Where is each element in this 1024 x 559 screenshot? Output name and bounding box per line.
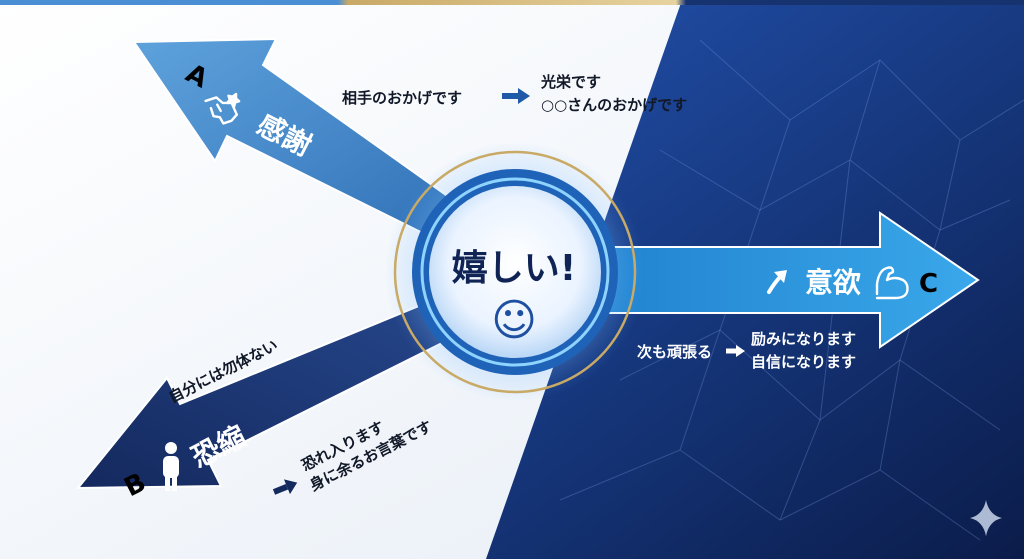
top-accent-bar xyxy=(0,0,1024,5)
letter-c: C xyxy=(919,269,938,299)
phrase-a-after-2: ○○さんのおかげです xyxy=(541,96,687,114)
hub-core xyxy=(429,186,601,358)
center-title: 嬉しい! xyxy=(452,248,576,289)
bowing-person-icon xyxy=(163,442,179,491)
phrase-c-after-2: 自信になります xyxy=(751,353,856,371)
phrase-c-before: 次も頑張る xyxy=(637,343,712,361)
phrase-c-after-1: 励みになります xyxy=(751,330,856,348)
smiley-icon: ☺ xyxy=(491,295,537,346)
arrow-right-icon xyxy=(502,88,530,104)
sparkle-icon xyxy=(970,500,1002,536)
arrow-right-icon xyxy=(726,345,745,357)
arrow-up-icon xyxy=(767,270,787,294)
phrase-a-before: 相手のおかげです xyxy=(342,89,462,107)
flexed-bicep-icon xyxy=(875,266,909,300)
label-iyoku: 意欲 xyxy=(805,266,861,299)
phrase-a-after-1: 光栄です xyxy=(540,73,601,91)
hub-inner-ring xyxy=(420,177,610,367)
hub-gold-ring xyxy=(393,150,637,394)
arrow-right-icon xyxy=(272,479,298,495)
handshake-icon xyxy=(204,92,241,125)
